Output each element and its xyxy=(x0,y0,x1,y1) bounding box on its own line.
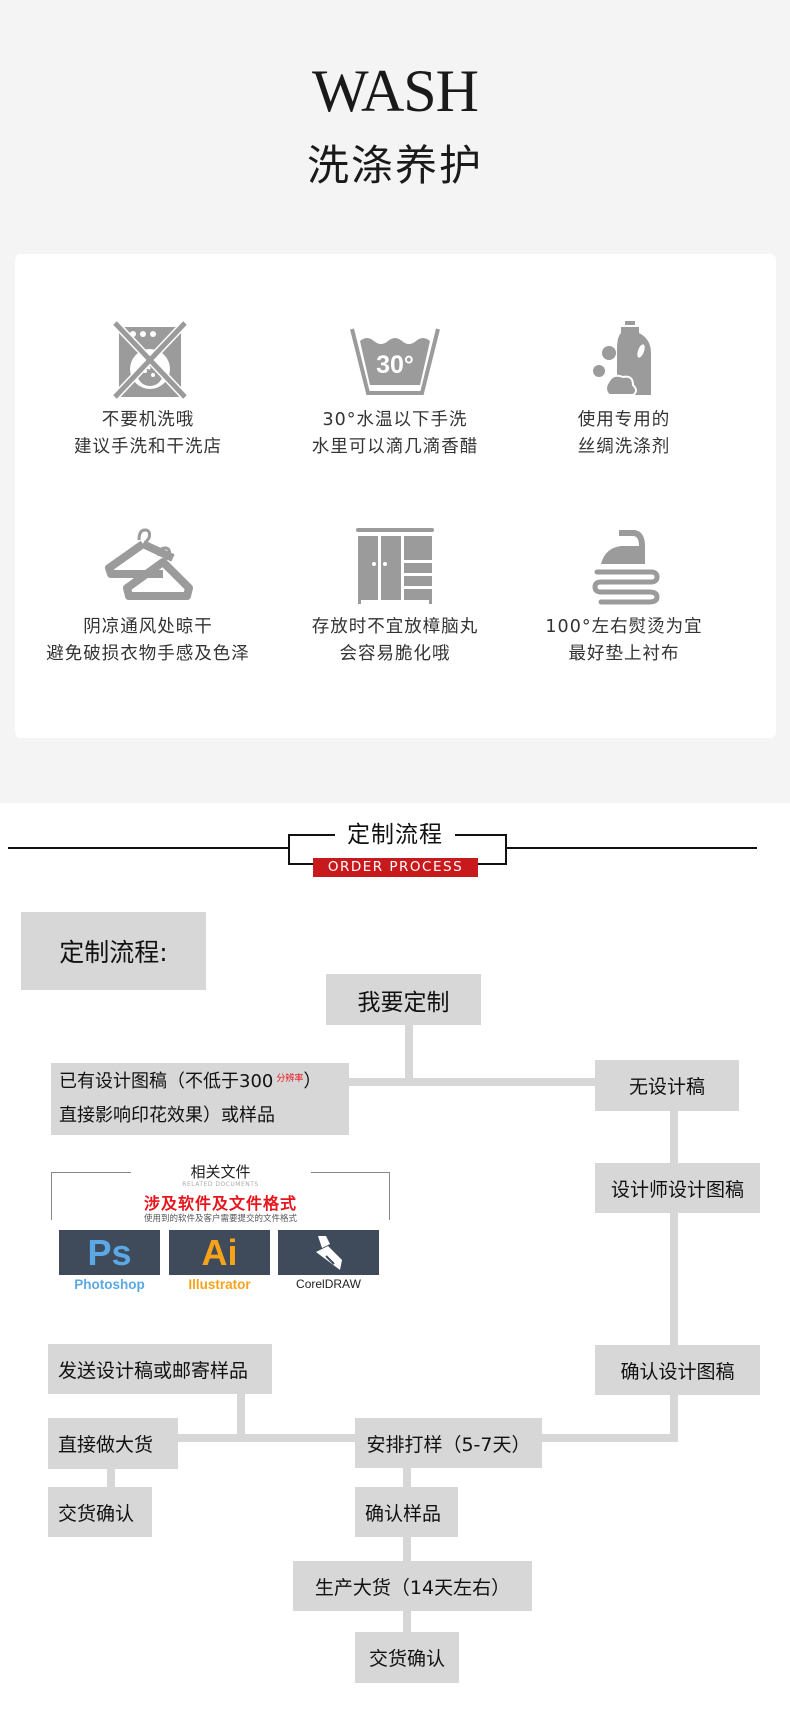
wardrobe-icon xyxy=(356,528,434,604)
care-text-line1: 使用专用的 xyxy=(577,410,671,430)
connector xyxy=(107,1469,115,1487)
software-headline: 涉及软件及文件格式 xyxy=(143,1194,297,1213)
flow-delivery-left-box: 交货确认 xyxy=(48,1487,152,1537)
care-text-line2: 水里可以滴几滴香醋 xyxy=(311,437,479,457)
care-item-detergent: 使用专用的 丝绸洗涤剂 xyxy=(499,319,749,461)
flow-start-box: 我要定制 xyxy=(326,974,481,1025)
connector xyxy=(405,1025,413,1086)
flow-send-design-box: 发送设计稿或邮寄样品 xyxy=(48,1344,272,1394)
wash-subtitle: 洗涤养护 xyxy=(306,141,483,190)
wash-title: WASH xyxy=(311,58,479,124)
flow-confirm-design-box: 确认设计图稿 xyxy=(595,1345,760,1395)
care-item-no-machine-wash: 不要机洗哦 建议手洗和干洗店 xyxy=(23,319,273,461)
flow-heading: 定制流程: xyxy=(21,912,206,990)
care-text-line1: 100°左右熨烫为宜 xyxy=(545,617,703,637)
flow-no-design-box: 无设计稿 xyxy=(595,1060,739,1111)
connector xyxy=(349,1078,595,1086)
flow-delivery-center-box: 交货确认 xyxy=(355,1632,459,1683)
care-item-hand-wash: 30° 30°水温以下手洗 水里可以滴几滴香醋 xyxy=(270,319,520,461)
care-item-hang-dry: 阴凉通风处晾干 避免破损衣物手感及色泽 xyxy=(23,526,273,668)
flow-confirm-sample-box: 确认样品 xyxy=(355,1487,458,1537)
flow-arrange-sample-box: 安排打样（5-7天） xyxy=(355,1418,542,1468)
care-text-line1: 30°水温以下手洗 xyxy=(322,410,468,430)
coreldraw-icon xyxy=(278,1230,379,1275)
photoshop-label: Photoshop xyxy=(74,1277,145,1292)
coreldraw-label: CorelDRAW xyxy=(296,1277,361,1291)
illustrator-icon: Ai xyxy=(169,1230,270,1275)
svg-text:30°: 30° xyxy=(376,351,414,379)
no-machine-wash-icon xyxy=(112,320,188,399)
connector xyxy=(670,1111,678,1442)
software-description: 使用到的软件及客户需要提交的文件格式 xyxy=(143,1214,297,1224)
care-item-ironing: 100°左右熨烫为宜 最好垫上衬布 xyxy=(499,526,749,668)
resolution-note: 分辨率 xyxy=(276,1074,304,1084)
bracket-gap xyxy=(131,1161,311,1187)
illustrator-label: Illustrator xyxy=(188,1277,251,1292)
care-text-line1: 存放时不宜放樟脑丸 xyxy=(311,617,479,637)
care-text-line2: 会容易脆化哦 xyxy=(339,644,451,664)
flow-produce-bulk-box: 生产大货（14天左右） xyxy=(293,1561,532,1611)
coreldraw-pen-icon xyxy=(315,1235,342,1270)
care-item-storage: 存放时不宜放樟脑丸 会容易脆化哦 xyxy=(270,526,520,668)
care-text-line2: 避免破损衣物手感及色泽 xyxy=(46,644,250,664)
care-text-line2: 建议手洗和干洗店 xyxy=(74,437,222,457)
software-title-en: RELATED DOCUMENTS xyxy=(182,1181,259,1188)
care-text-line2: 丝绸洗涤剂 xyxy=(577,437,671,457)
order-process-label: ORDER PROCESS xyxy=(313,858,478,877)
iron-icon xyxy=(592,530,660,605)
detergent-bottle-icon xyxy=(593,321,651,396)
flow-direct-bulk-box: 直接做大货 xyxy=(48,1418,178,1469)
hanger-icon xyxy=(105,528,193,600)
care-text-line1: 不要机洗哦 xyxy=(101,410,195,430)
connector xyxy=(237,1394,245,1442)
software-panel: 相关文件 RELATED DOCUMENTS 涉及软件及文件格式 使用到的软件及… xyxy=(51,1161,390,1301)
connector xyxy=(403,1468,411,1632)
flow-designer-box: 设计师设计图稿 xyxy=(595,1163,760,1213)
care-text-line2: 最好垫上衬布 xyxy=(568,644,680,664)
photoshop-icon: Ps xyxy=(59,1230,160,1275)
care-instructions-card: 不要机洗哦 建议手洗和干洗店 30° 30°水温以下手洗 水里可以滴几滴香醋 使… xyxy=(15,254,776,738)
order-title: 定制流程 xyxy=(335,818,455,852)
care-text-line1: 阴凉通风处晾干 xyxy=(83,617,213,637)
software-title: 相关文件 xyxy=(190,1163,251,1181)
hand-wash-30-icon: 30° xyxy=(350,328,440,395)
has-design-line2: 直接影响印花效果）或样品 xyxy=(59,1105,275,1126)
